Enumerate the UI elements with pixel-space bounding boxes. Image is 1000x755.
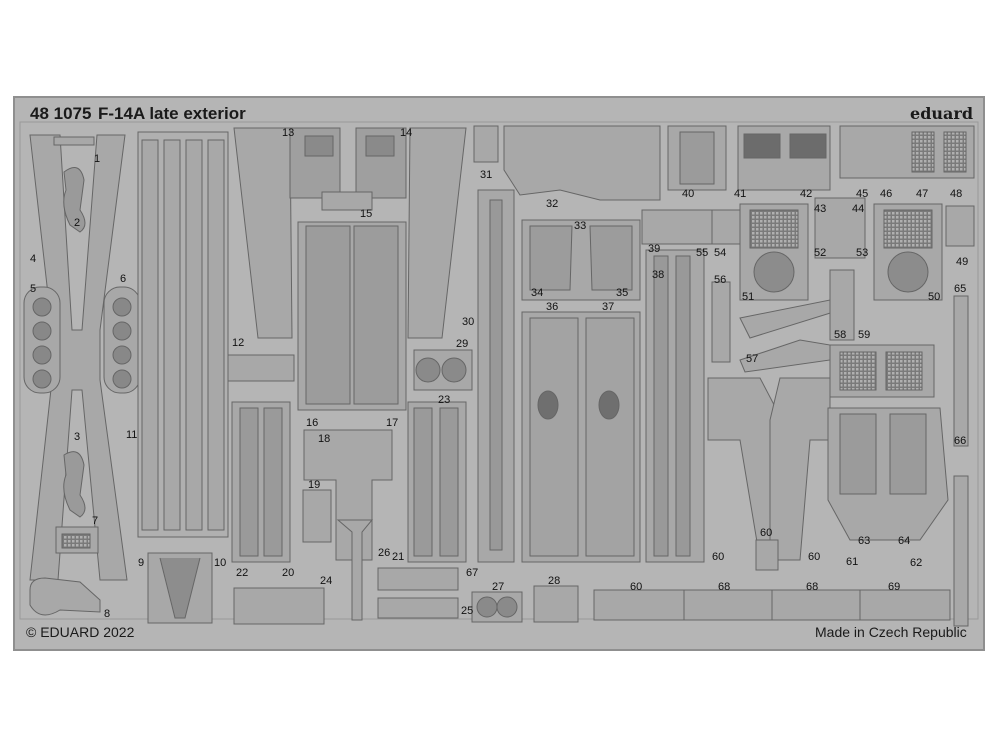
part-number-label: 37 (602, 301, 614, 313)
part-number-label: 35 (616, 287, 628, 299)
part-number-label: 34 (531, 287, 543, 299)
part-number-label: 58 (834, 329, 846, 341)
part-number-label: 16 (306, 417, 318, 429)
part-number-label: 40 (682, 188, 694, 200)
part-number-label: 51 (742, 291, 754, 303)
part-number-label: 7 (92, 515, 98, 527)
fret-title: F-14A late exterior (98, 104, 246, 123)
part-number-label: 60 (760, 527, 772, 539)
part-number-label: 60 (712, 551, 724, 563)
part-number-label: 8 (104, 608, 110, 620)
part-number-label: 1 (94, 153, 100, 165)
copyright-text: © EDUARD 2022 (26, 624, 135, 640)
part-number-label: 5 (30, 283, 36, 295)
part-number-label: 36 (546, 301, 558, 313)
part-number-label: 57 (746, 353, 758, 365)
part-number-label: 20 (282, 567, 294, 579)
part-number-label: 4 (30, 253, 36, 265)
part-number-label: 48 (950, 188, 962, 200)
part-number-label: 69 (888, 581, 900, 593)
part-number-label: 17 (386, 417, 398, 429)
part-number-label: 55 (696, 247, 708, 259)
part-number-label: 63 (858, 535, 870, 547)
part-number-label: 13 (282, 127, 294, 139)
part-number-label: 12 (232, 337, 244, 349)
part-number-label: 39 (648, 243, 660, 255)
part-number-label: 14 (400, 127, 412, 139)
part-13 (233, 127, 293, 339)
part-number-label: 22 (236, 567, 248, 579)
part-number-label: 61 (846, 556, 858, 568)
part-number-label: 27 (492, 581, 504, 593)
fret-code: 48 1075 (30, 104, 92, 123)
part-number-label: 11 (126, 429, 137, 441)
part-number-label: 50 (928, 291, 940, 303)
part-number-label: 49 (956, 256, 968, 268)
part-x-frame (29, 134, 128, 581)
part-number-label: 45 (856, 188, 868, 200)
made-in-text: Made in Czech Republic (815, 624, 967, 640)
part-number-label: 31 (480, 169, 492, 181)
part-number-label: 9 (138, 557, 144, 569)
part-number-label: 68 (718, 581, 730, 593)
part-number-label: 66 (954, 435, 966, 447)
part-number-label: 29 (456, 338, 468, 350)
part-number-label: 54 (714, 247, 726, 259)
part-number-label: 67 (466, 567, 478, 579)
part-number-label: 56 (714, 274, 726, 286)
part-number-label: 15 (360, 208, 372, 220)
part-number-label: 3 (74, 431, 80, 443)
part-14 (407, 127, 467, 339)
part-number-label: 26 (378, 547, 390, 559)
part-number-label: 62 (910, 557, 922, 569)
part-number-label: 41 (734, 188, 746, 200)
part-number-label: 30 (462, 316, 474, 328)
part-number-label: 68 (806, 581, 818, 593)
part-number-label: 32 (546, 198, 558, 210)
part-number-label: 60 (630, 581, 642, 593)
part-number-label: 33 (574, 220, 586, 232)
part-number-label: 53 (856, 247, 868, 259)
part-number-label: 52 (814, 247, 826, 259)
part-number-label: 23 (438, 394, 450, 406)
part-number-label: 44 (852, 203, 864, 215)
part-number-label: 47 (916, 188, 928, 200)
part-number-label: 65 (954, 283, 966, 295)
part-number-label: 6 (120, 273, 126, 285)
part-number-label: 43 (814, 203, 826, 215)
part-number-label: 64 (898, 535, 910, 547)
part-number-label: 46 (880, 188, 892, 200)
part-number-label: 19 (308, 479, 320, 491)
part-number-label: 59 (858, 329, 870, 341)
part-number-label: 60 (808, 551, 820, 563)
part-number-label: 24 (320, 575, 332, 587)
part-number-label: 10 (214, 557, 226, 569)
part-number-label: 18 (318, 433, 330, 445)
brand-logo: eduard (910, 104, 973, 123)
part-number-label: 21 (392, 551, 404, 563)
part-number-label: 28 (548, 575, 560, 587)
part-number-label: 42 (800, 188, 812, 200)
part-number-label: 38 (652, 269, 664, 281)
part-number-label: 2 (74, 217, 80, 229)
part-number-label: 25 (461, 605, 473, 617)
